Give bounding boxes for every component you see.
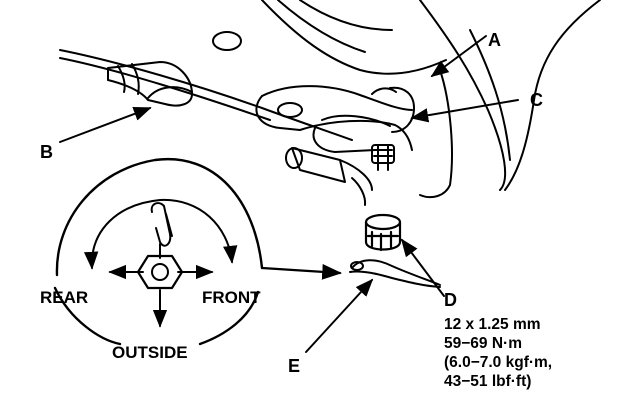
leader-b-arrow (59, 106, 152, 143)
leader-d-arrow (400, 238, 445, 297)
leader-e-arrow (305, 278, 374, 353)
cotter-pin (349, 259, 441, 288)
torque-value-lbf: 43−51 lbf·ft) (444, 373, 531, 390)
callout-d: D (444, 290, 457, 310)
direction-front: FRONT (202, 288, 261, 307)
direction-outside: OUTSIDE (112, 343, 188, 362)
callout-b: B (40, 142, 53, 162)
leader-c-arrow (410, 99, 519, 123)
torque-value-kgf: (6.0−7.0 kgf·m, (444, 354, 552, 371)
torque-value-nm: 59−69 N·m (444, 335, 522, 352)
suspension-assembly-drawing (59, 0, 601, 206)
leader-a-arrow (430, 35, 487, 78)
callout-a: A (488, 30, 501, 50)
orientation-dial (53, 157, 342, 346)
castle-nut (364, 213, 402, 252)
torque-spec: 12 x 1.25 mm 59−69 N·m (6.0−7.0 kgf·m, 4… (444, 316, 552, 390)
callout-c: C (530, 90, 543, 110)
direction-rear: REAR (40, 288, 88, 307)
leader-arrows (59, 35, 519, 353)
torque-bolt-size: 12 x 1.25 mm (444, 316, 541, 333)
callout-e: E (288, 356, 300, 376)
